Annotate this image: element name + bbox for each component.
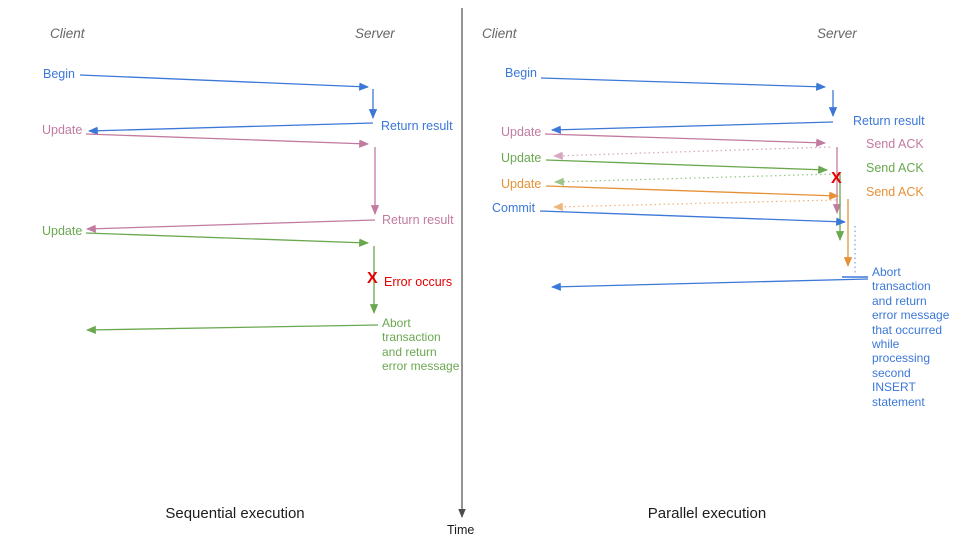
seq-return-result-1-label: Return result [381, 119, 453, 133]
seq-abort-return-arrow [85, 324, 379, 335]
sequential-arrows [79, 74, 380, 335]
par-begin-request-arrow [540, 77, 827, 91]
par-update2-request-arrow [545, 159, 829, 174]
seq-abort-note: Abort transaction and return error messa… [382, 316, 460, 374]
seq-return-result-1-arrow [87, 122, 374, 135]
par-ack3-return-arrow [552, 199, 837, 211]
par-error-x-icon: X [831, 170, 842, 187]
seq-update-1-label: Update [42, 123, 83, 137]
par-send-ack-1-label: Send ACK [866, 137, 924, 151]
seq-return-result-2-arrow [85, 219, 376, 233]
seq-begin-request-arrow [79, 74, 370, 91]
sequential-title: Sequential execution [165, 505, 305, 522]
seq-update-2-label: Update [42, 224, 83, 238]
par-update-1-label: Update [501, 125, 542, 139]
par-update3-request-arrow [545, 185, 840, 200]
parallel-arrows [539, 77, 869, 291]
par-abort-note: Abort transaction and return error messa… [872, 265, 950, 409]
seq-begin-label: Begin [43, 67, 75, 81]
par-abort-return-arrow [550, 278, 869, 291]
par-server-label: Server [817, 26, 857, 41]
seq-error-x-icon: X [367, 270, 378, 287]
par-ack2-return-arrow [553, 173, 836, 186]
par-update-3-label: Update [501, 177, 542, 191]
par-return-result-label: Return result [853, 114, 925, 128]
parallel-title: Parallel execution [647, 505, 767, 522]
seq-return-result-2-label: Return result [382, 213, 454, 227]
seq-error-occurs-label: Error occurs [384, 275, 453, 289]
par-commit-label: Commit [492, 201, 536, 215]
par-commit-request-arrow [539, 210, 847, 226]
seq-update2-request-arrow [85, 232, 370, 247]
par-ack1-return-arrow [552, 146, 831, 160]
seq-server-label: Server [355, 26, 395, 41]
par-update-2-label: Update [501, 151, 542, 165]
par-update1-request-arrow [544, 133, 827, 147]
time-axis-label: Time [447, 523, 475, 537]
seq-update1-request-arrow [85, 133, 370, 148]
par-client-label: Client [482, 26, 517, 41]
par-begin-label: Begin [505, 66, 537, 80]
par-send-ack-3-label: Send ACK [866, 185, 924, 199]
par-send-ack-2-label: Send ACK [866, 161, 924, 175]
seq-client-label: Client [50, 26, 85, 41]
par-return-result-arrow [550, 121, 834, 134]
